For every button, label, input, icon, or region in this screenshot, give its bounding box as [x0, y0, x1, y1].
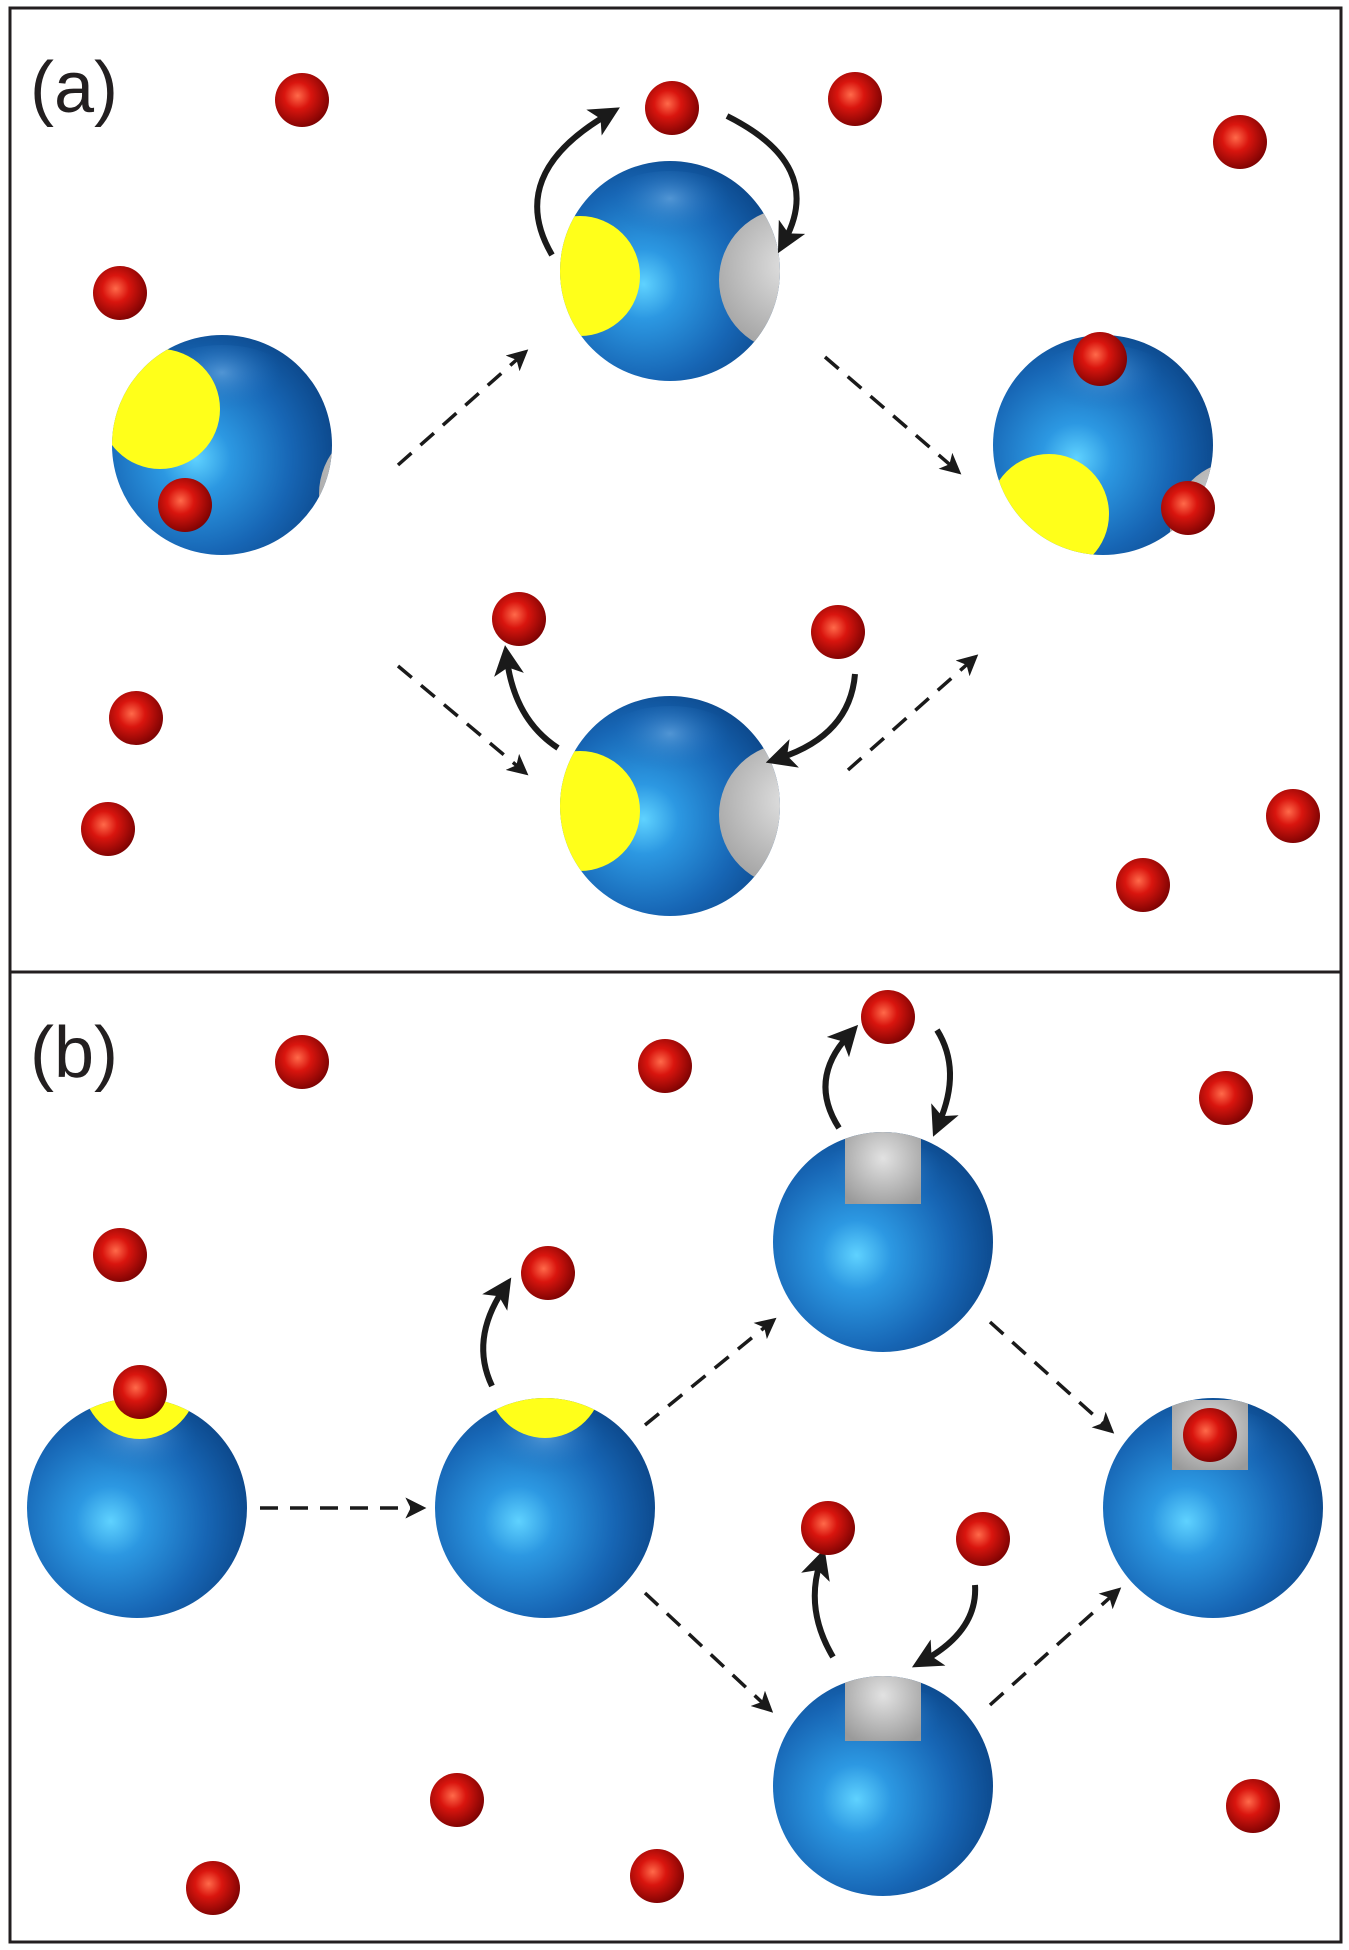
release-arrow [534, 107, 620, 257]
pathway-arrow [988, 1587, 1122, 1707]
guest-particle [1266, 789, 1320, 843]
guest-particle [1213, 115, 1267, 169]
active-site [83, 1398, 197, 1439]
bound-site [845, 1132, 921, 1204]
active-site [488, 1398, 602, 1438]
guest-particle [956, 1512, 1010, 1566]
guest-particle [828, 72, 882, 126]
panel-a-label: (a) [30, 48, 118, 128]
release-arrow [480, 1277, 512, 1388]
panel-b-frame [8, 970, 1343, 1944]
guest-particle [113, 1365, 167, 1419]
panel-b-pathway-arrows [260, 1317, 1122, 1713]
guest-particle [630, 1849, 684, 1903]
guest-particle [186, 1861, 240, 1915]
host-sphere [112, 335, 332, 555]
pathway-arrow [846, 654, 979, 772]
guest-particle [1116, 858, 1170, 912]
panel-a-particles [81, 72, 1320, 912]
capture-arrow [911, 1584, 979, 1668]
guest-particle [1161, 481, 1215, 535]
bound-site [845, 1676, 921, 1741]
pathway-arrow [823, 355, 962, 475]
guest-particle [492, 592, 546, 646]
capture-arrow [931, 1028, 959, 1137]
host-sphere [993, 335, 1213, 555]
guest-particle [638, 1039, 692, 1093]
bound-site [719, 208, 780, 352]
release-arrow [801, 1548, 836, 1659]
host-sphere [773, 1132, 993, 1352]
active-site [560, 751, 640, 871]
capture-arrow [725, 113, 806, 254]
panel-a-exchange-arrows [494, 107, 858, 768]
guest-particle [1073, 332, 1127, 386]
guest-particle [275, 73, 329, 127]
capture-arrow [765, 673, 858, 768]
guest-particle [1199, 1071, 1253, 1125]
guest-particle [430, 1773, 484, 1827]
pathway-arrow [988, 1320, 1115, 1434]
panel-a-pathway-arrows [396, 349, 979, 776]
bound-site [719, 743, 780, 887]
pathway-arrow [396, 349, 529, 467]
guest-particle [645, 81, 699, 135]
guest-particle [861, 990, 915, 1044]
panel-b-exchange-arrows [480, 1024, 979, 1668]
guest-particle [109, 691, 163, 745]
bound-site [319, 422, 332, 555]
guest-particle [275, 1035, 329, 1089]
pathway-arrow [643, 1317, 777, 1427]
guest-particle [811, 605, 865, 659]
host-sphere [27, 1398, 247, 1618]
pathway-arrow [396, 664, 529, 776]
guest-particle [521, 1246, 575, 1300]
guest-particle [93, 266, 147, 320]
host-sphere [773, 1676, 993, 1896]
guest-particle [801, 1501, 855, 1555]
host-sphere [560, 696, 780, 916]
pathway-arrow [643, 1591, 774, 1713]
guest-particle [158, 478, 212, 532]
active-site [112, 349, 220, 469]
panel-b-particles [93, 990, 1280, 1915]
host-sphere [560, 161, 780, 381]
guest-particle [1183, 1408, 1237, 1462]
release-arrow [822, 1024, 859, 1130]
host-sphere [435, 1398, 655, 1618]
guest-particle [1226, 1779, 1280, 1833]
guest-particle [93, 1228, 147, 1282]
active-site [560, 216, 640, 336]
active-site [993, 454, 1109, 555]
release-arrow [494, 645, 560, 751]
panel-b-label: (b) [30, 1013, 118, 1093]
guest-particle [81, 802, 135, 856]
